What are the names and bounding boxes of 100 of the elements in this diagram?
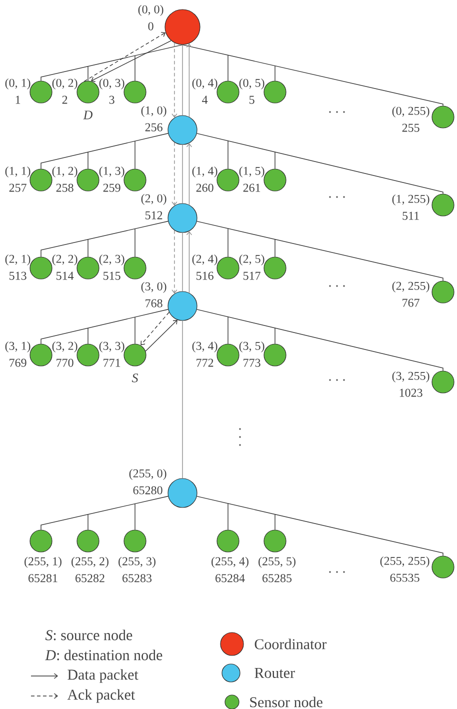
node-label: 516 (196, 272, 214, 280)
router-circle (168, 203, 198, 233)
node-label: (3, 2) (52, 341, 78, 352)
node-label: (3, 5) (239, 341, 264, 352)
arrow (186, 143, 192, 206)
node-label: 772 (196, 358, 214, 367)
node-label: 65535 (390, 574, 420, 582)
sensor-circle (30, 530, 52, 552)
connection-line (182, 320, 183, 479)
node-label: (2, 3) (99, 254, 124, 266)
legend-label: Ack packet (67, 689, 135, 703)
sensor-circle (76, 344, 100, 366)
node-label: 1 (16, 96, 20, 104)
node-label: (0, 0) (138, 4, 164, 16)
dashed-arrow (172, 142, 178, 206)
node-label: 770 (56, 358, 74, 367)
connection-line (196, 220, 444, 282)
legend-label: Coordinator (254, 638, 327, 650)
connection-line (40, 496, 168, 530)
connection-line (40, 220, 168, 258)
node-label: (3, 1) (5, 341, 30, 352)
node-label: 257 (9, 184, 26, 192)
sensor-circle (30, 256, 52, 280)
arrow (90, 40, 172, 82)
legend-label: Sensor node (250, 696, 322, 708)
sensor-circle (76, 256, 100, 280)
node-label: (1, 2) (52, 166, 78, 178)
arrow (186, 44, 192, 118)
legend-label: S: source node (45, 630, 132, 640)
node-label: (2, 2) (52, 254, 78, 266)
connection-line (40, 44, 183, 82)
sensor-circle (124, 168, 146, 192)
sensor-circle (124, 256, 146, 280)
connection-line (196, 133, 444, 194)
node-label: 65285 (262, 574, 292, 582)
node-label: (2, 5) (239, 254, 264, 266)
node-label: 255 (402, 124, 420, 132)
node-label: 258 (56, 184, 74, 192)
sensor-circle (216, 168, 240, 192)
node-label: (255, 0) (129, 468, 166, 480)
node-label: 769 (10, 358, 26, 367)
sensor-circle (30, 168, 52, 192)
router-circle (168, 291, 198, 321)
sensor-circle (432, 280, 454, 304)
dashed-arrow (172, 42, 178, 118)
node-label: 513 (10, 272, 26, 280)
node-label: (255, 255) (380, 556, 430, 568)
node-label: 261 (243, 184, 260, 192)
node-label: (255, 1) (24, 556, 62, 568)
node-label: 65283 (122, 574, 152, 582)
sensor-circle (216, 80, 240, 104)
node-label: (0, 3) (99, 78, 124, 90)
node-label: (1, 5) (239, 166, 264, 178)
connection-line (182, 232, 183, 292)
sensor-circle (30, 80, 52, 104)
node-label: 1023 (400, 388, 422, 397)
legend-label: Router (254, 668, 295, 678)
coordinator-circle (164, 9, 200, 45)
sensor-circle (124, 344, 146, 366)
sensor-circle (76, 530, 100, 552)
node-label: 514 (56, 272, 74, 280)
node-label: (2, 4) (192, 254, 218, 266)
arrow (186, 231, 192, 294)
node-label: 5 (250, 96, 254, 104)
node-label: (2, 255) (392, 281, 430, 292)
sensor-circle (76, 80, 100, 104)
sensor-circle (216, 530, 240, 552)
sensor-circle (264, 168, 286, 192)
node-label: 3 (109, 96, 114, 104)
dashed-arrow (84, 32, 166, 82)
node-label: 260 (196, 184, 214, 192)
connection-line (40, 309, 168, 344)
node-label: (255, 3) (118, 556, 156, 568)
node-label: (2, 1) (5, 254, 30, 266)
node-label: (2, 0) (141, 194, 166, 205)
letter-label: S (132, 374, 138, 382)
arrow (145, 320, 178, 352)
node-label: (0, 4) (192, 78, 218, 90)
sensor-circle (264, 530, 286, 552)
node-label: (1, 255) (392, 194, 430, 206)
connection-line (196, 496, 444, 556)
node-label: (3, 255) (392, 371, 430, 382)
node-label: 2 (62, 96, 68, 104)
sensor-circle (264, 344, 286, 366)
node-label: 65282 (76, 574, 104, 582)
node-label: (0, 1) (5, 78, 30, 90)
node-label: 256 (145, 123, 162, 132)
sensor-circle (432, 194, 454, 216)
sensor-circle (264, 256, 286, 280)
sensor-circle (432, 370, 454, 394)
node-label: (1, 1) (5, 166, 30, 178)
sensor-circle (264, 80, 286, 104)
node-label: 0 (148, 22, 154, 30)
node-label: 65284 (216, 574, 245, 582)
node-label: (255, 4) (212, 556, 248, 568)
node-label: 767 (402, 298, 420, 307)
connection-line (182, 44, 444, 106)
node-label: (1, 4) (192, 166, 218, 178)
node-label: (1, 3) (99, 166, 124, 178)
node-label: (3, 0) (141, 282, 166, 293)
